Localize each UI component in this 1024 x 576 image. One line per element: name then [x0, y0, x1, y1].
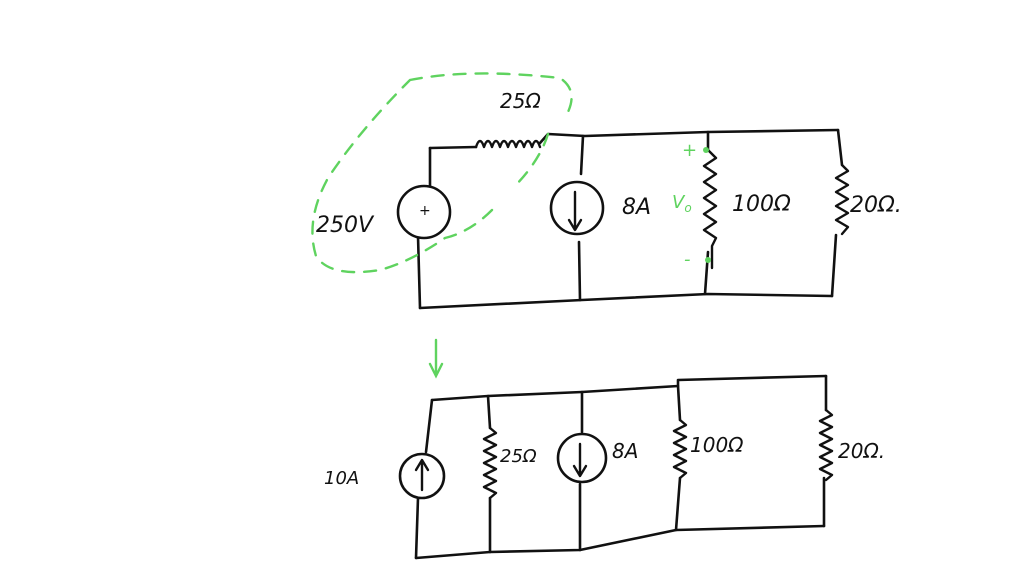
- top-current-source: [549, 180, 605, 236]
- source-transformation-loop: [311, 72, 573, 274]
- bottom-current-source-label: 10A: [324, 468, 359, 489]
- top-voltage-source-sign: +: [419, 203, 431, 219]
- top-cs-wire: [577, 134, 585, 302]
- bottom-100-wire: [674, 384, 682, 532]
- top-100-resistor: [702, 148, 718, 270]
- top-circuit: + 250V 8A 25Ω 100Ω 20Ω. + - Vo: [311, 72, 902, 310]
- top-series-resistor-label: 25Ω: [500, 89, 541, 113]
- bottom-bottom-wire: [414, 524, 826, 560]
- top-left-wire: [416, 146, 432, 310]
- top-current-source-label: 8A: [622, 195, 651, 220]
- bottom-8a-label: 8A: [612, 439, 638, 463]
- top-top-wire: [428, 145, 478, 150]
- bottom-8a-wire: [578, 390, 584, 552]
- top-voltage-source: [396, 184, 452, 240]
- bottom-20-resistor-label: 20Ω.: [838, 439, 885, 463]
- vo-plus-node: [703, 147, 709, 153]
- top-bottom-wire: [418, 292, 834, 310]
- top-20-resistor: [834, 163, 850, 236]
- vo-label-main: V: [672, 192, 686, 213]
- arrow-down-icon: [572, 442, 588, 478]
- bottom-10a-wire: [414, 398, 434, 560]
- vo-label: Vo: [672, 192, 692, 215]
- bottom-25-wire: [486, 394, 492, 554]
- bottom-25-resistor: [482, 426, 498, 500]
- top-top-wire-2: [538, 128, 840, 145]
- bottom-current-source-8a: [556, 432, 608, 484]
- bottom-20-resistor: [818, 408, 834, 482]
- vo-plus-sign: +: [682, 140, 697, 161]
- top-series-resistor: [474, 139, 542, 149]
- top-voltage-source-label: 250V: [316, 213, 375, 238]
- top-20-wire: [830, 128, 844, 298]
- arrow-down-icon: [567, 190, 583, 232]
- vo-minus-sign: -: [684, 249, 691, 270]
- arrow-down-icon: [428, 338, 444, 379]
- bottom-top-wire: [430, 374, 828, 402]
- top-100-resistor-label: 100Ω: [732, 192, 791, 217]
- top-20-resistor-label: 20Ω.: [850, 193, 902, 218]
- vo-minus-node: [705, 257, 711, 263]
- bottom-circuit: 10A 25Ω 8A 100Ω 20Ω.: [324, 374, 885, 560]
- bottom-20-wire: [822, 374, 828, 528]
- arrow-up-icon: [414, 458, 430, 492]
- bottom-100-resistor: [672, 418, 688, 480]
- vo-label-subscript: o: [684, 201, 691, 215]
- bottom-100-resistor-label: 100Ω: [690, 433, 744, 457]
- bottom-25-resistor-label: 25Ω: [500, 446, 537, 467]
